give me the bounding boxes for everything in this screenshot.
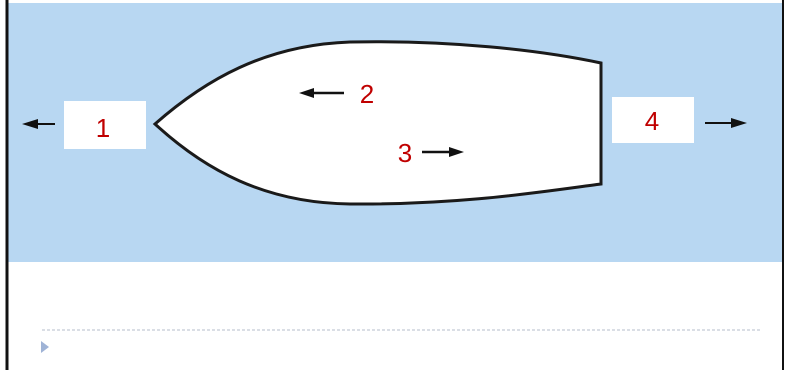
label-4: 4 — [645, 106, 659, 136]
label-box-1 — [64, 101, 146, 149]
label-box-4 — [612, 97, 694, 143]
arrow-left-2 — [299, 88, 344, 98]
label-1: 1 — [96, 113, 110, 143]
arrow-right-3 — [422, 147, 464, 157]
label-3: 3 — [398, 138, 412, 168]
triangle-bullet-icon — [41, 341, 49, 353]
label-2: 2 — [360, 79, 374, 109]
arrow-right-4 — [705, 118, 747, 128]
boat-hull — [152, 40, 603, 206]
arrow-left-1 — [22, 119, 55, 129]
